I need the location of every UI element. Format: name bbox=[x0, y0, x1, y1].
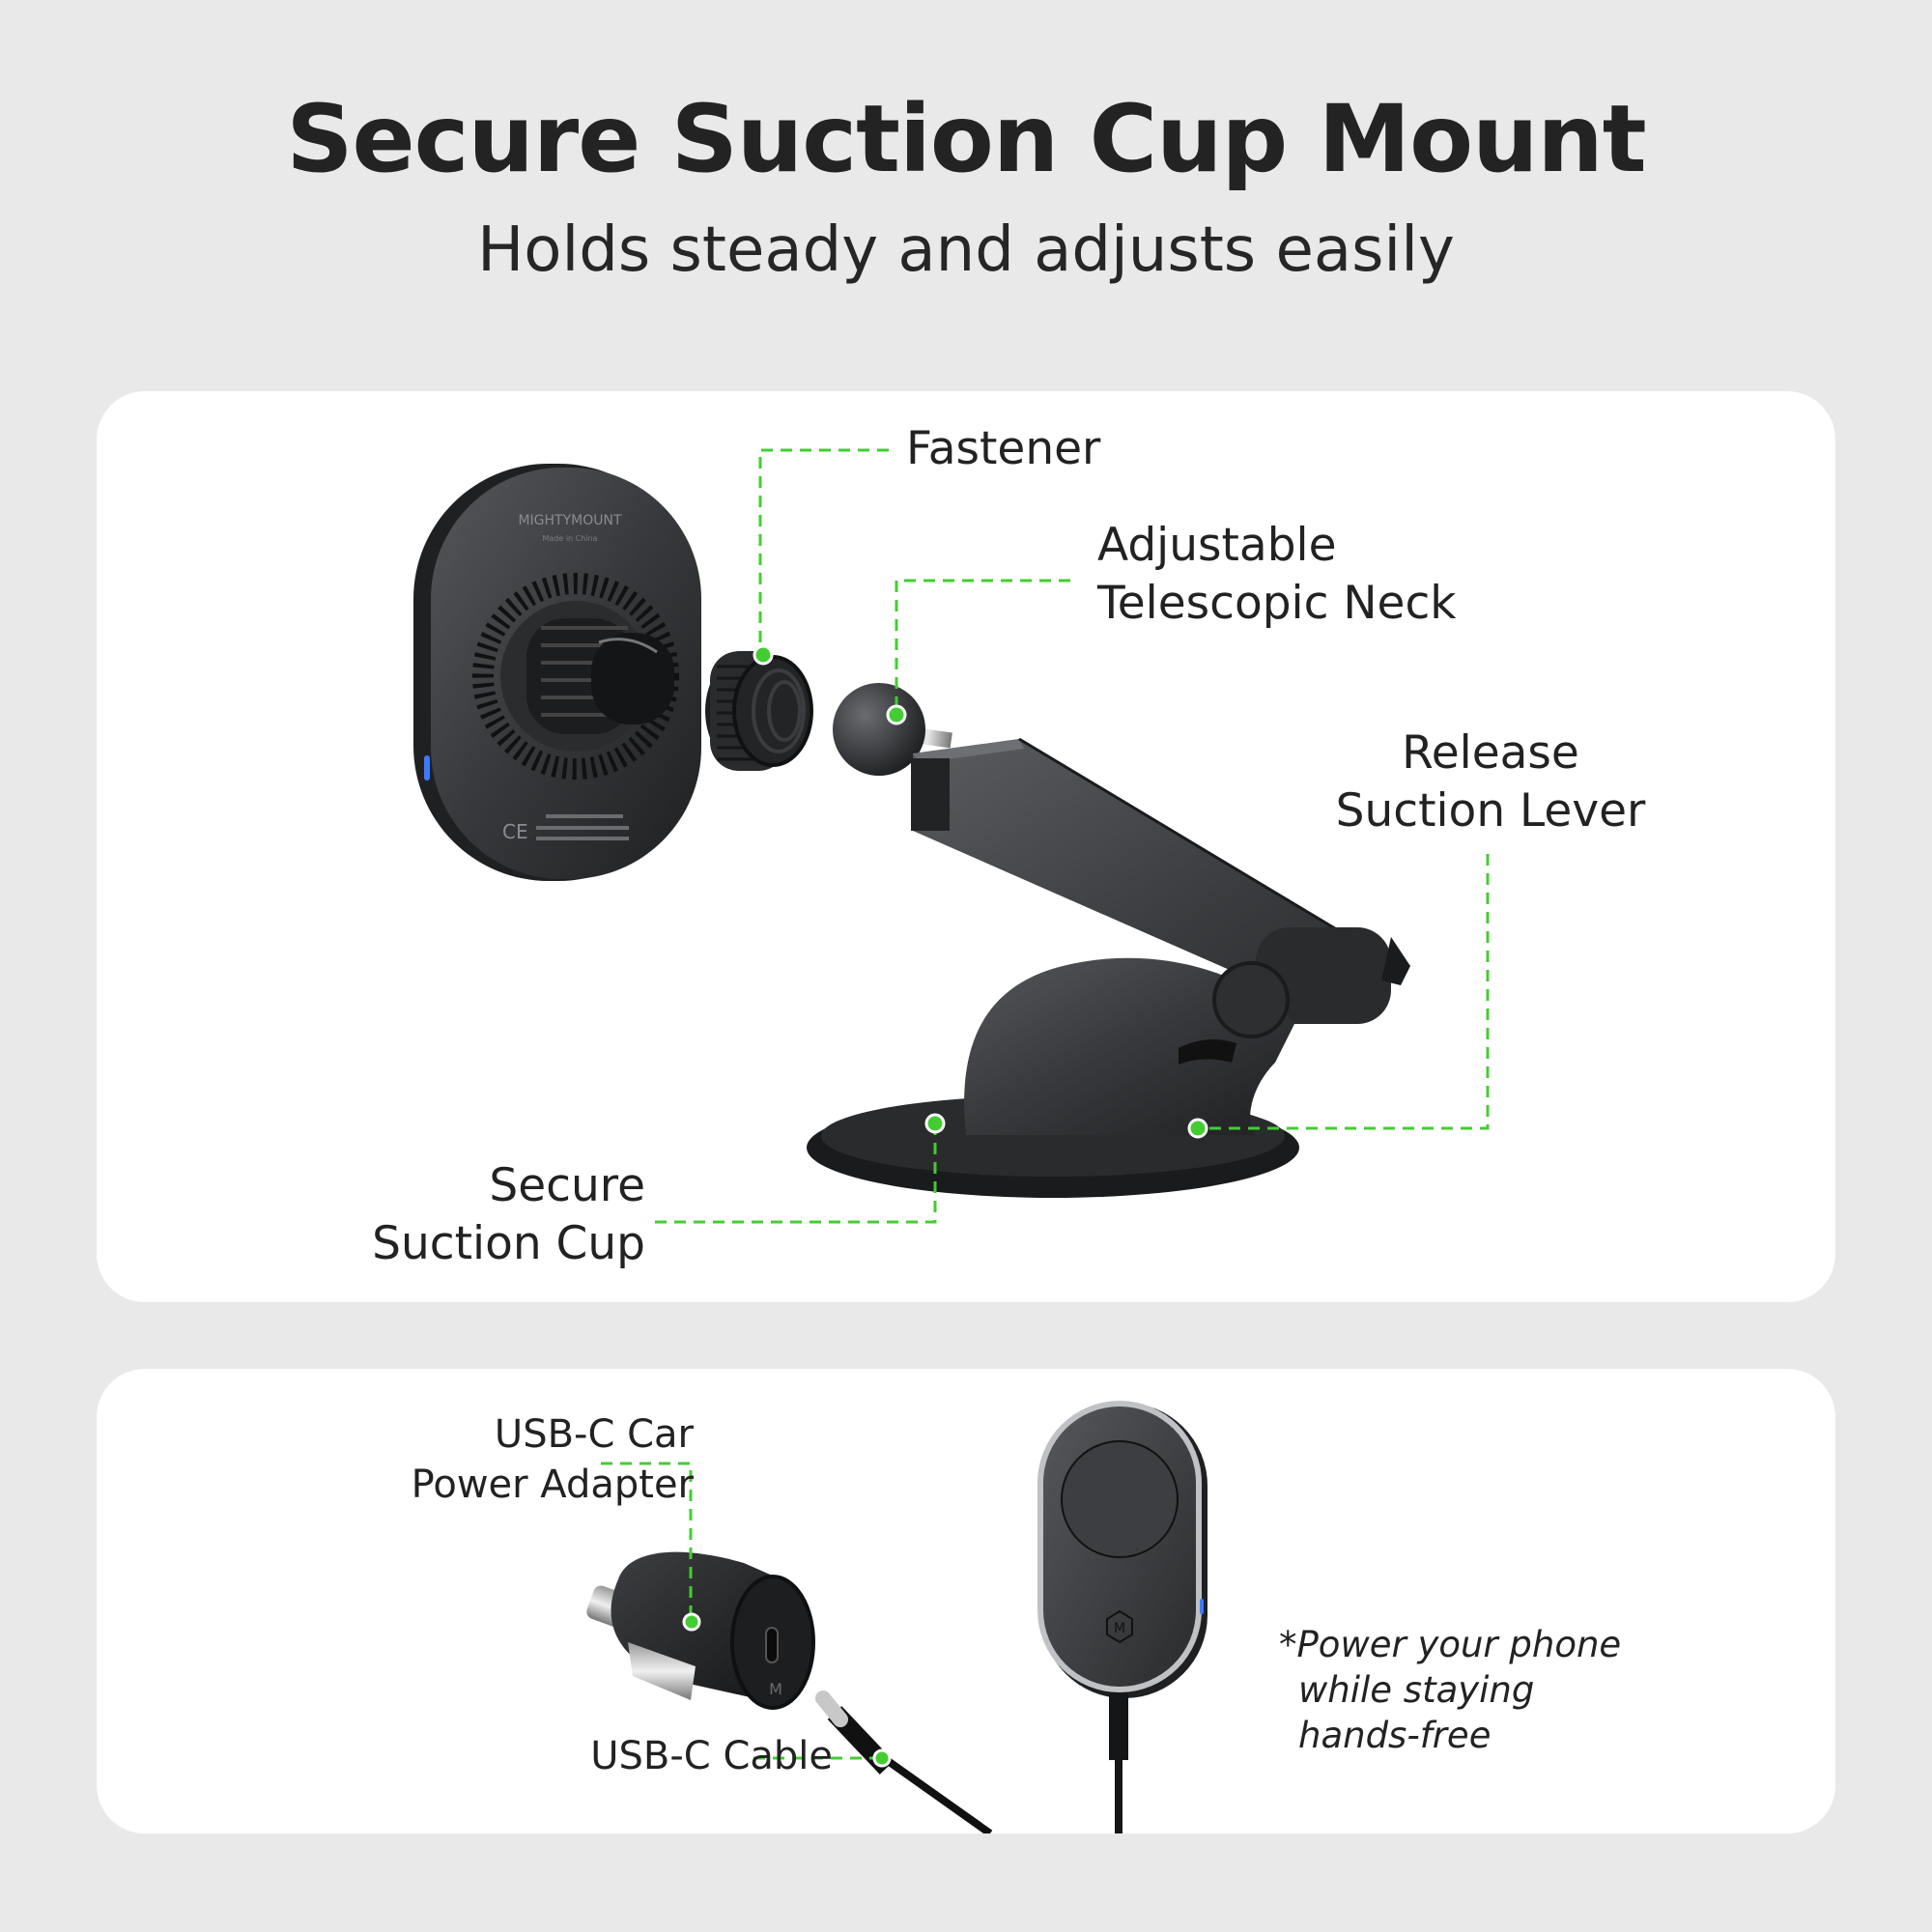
callout-usb-c-car-power-adapter: USB-C Car Power Adapter bbox=[411, 1412, 694, 1507]
accessories-illustration: M M bbox=[586, 1401, 1208, 1833]
callout-lines bbox=[655, 448, 1490, 1224]
callout-secure-suction-cup: Secure Suction Cup bbox=[372, 1159, 645, 1270]
svg-text:CE: CE bbox=[502, 820, 528, 843]
page-subtitle: Holds steady and adjusts easily bbox=[477, 214, 1455, 286]
svg-text:MIGHTYMOUNT: MIGHTYMOUNT bbox=[518, 513, 622, 528]
callout-release-suction-lever: Release Suction Lever bbox=[1335, 726, 1646, 838]
svg-text:M: M bbox=[769, 1680, 782, 1698]
usb-c-cable-icon bbox=[815, 1690, 993, 1833]
mount-components-panel: MIGHTYMOUNT Made in China CE bbox=[97, 391, 1835, 1302]
page-title: Secure Suction Cup Mount bbox=[286, 85, 1646, 193]
callout-dots bbox=[682, 1612, 892, 1768]
suction-base-icon bbox=[807, 957, 1299, 1198]
callout-fastener: Fastener bbox=[906, 422, 1101, 475]
fastener-icon bbox=[705, 651, 813, 771]
callout-dots bbox=[753, 644, 1208, 1139]
accessories-panel: M M USB-C Car bbox=[97, 1369, 1835, 1833]
callout-usb-c-cable: USB-C Cable bbox=[590, 1734, 833, 1778]
charger-back-icon: MIGHTYMOUNT Made in China CE bbox=[413, 464, 701, 881]
svg-text:Made in China: Made in China bbox=[542, 534, 597, 543]
callout-adjustable-telescopic-neck: Adjustable Telescopic Neck bbox=[1097, 519, 1457, 630]
wireless-charger-icon: M bbox=[1037, 1401, 1208, 1833]
svg-text:M: M bbox=[1114, 1621, 1125, 1636]
mount-exploded-illustration: MIGHTYMOUNT Made in China CE bbox=[413, 448, 1490, 1224]
hands-free-note: *Power your phone while staying hands-fr… bbox=[1279, 1624, 1622, 1756]
callout-lines bbox=[601, 1462, 879, 1760]
car-adapter-icon: M bbox=[586, 1551, 815, 1710]
